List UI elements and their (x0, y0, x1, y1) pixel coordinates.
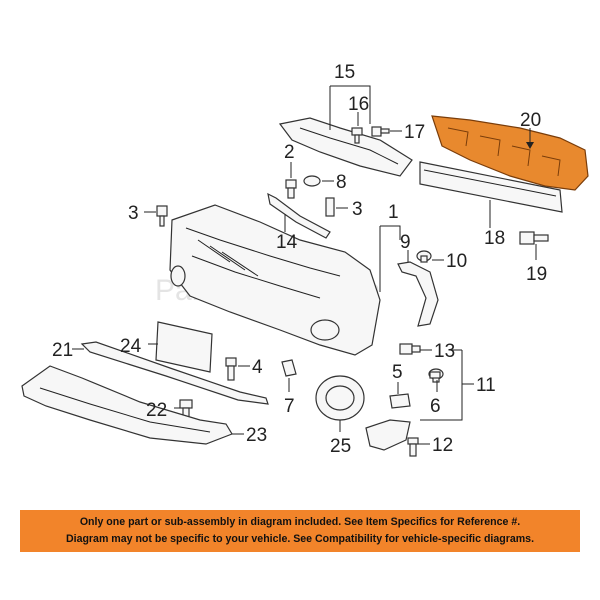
clip-10 (416, 250, 432, 263)
callout-3a: 3 (128, 203, 139, 224)
callout-1: 1 (388, 202, 399, 223)
bolt-16 (351, 127, 363, 144)
notice-banner: Only one part or sub-assembly in diagram… (20, 510, 580, 552)
callout-23: 23 (246, 425, 267, 446)
energy-absorber-part (431, 115, 589, 191)
callout-24: 24 (120, 336, 142, 357)
callout-11: 11 (476, 375, 496, 396)
bolt-17 (371, 126, 390, 137)
callout-19: 19 (526, 264, 547, 285)
callout-6: 6 (430, 396, 441, 417)
callout-10: 10 (446, 251, 467, 272)
bolt-3-left (156, 205, 168, 227)
callout-8: 8 (336, 172, 347, 193)
arrow-20 (526, 142, 534, 149)
callout-18: 18 (484, 228, 505, 249)
callout-4: 4 (252, 357, 263, 378)
notice-line-1: Only one part or sub-assembly in diagram… (79, 516, 521, 528)
callout-16: 16 (348, 94, 369, 115)
upper-bracket-part (278, 117, 413, 177)
bolt-19 (519, 231, 549, 245)
bolt-13 (399, 343, 421, 355)
air-deflector-23 (21, 365, 233, 445)
callout-15: 15 (334, 62, 355, 83)
callout-14: 14 (276, 232, 298, 253)
bolt-12 (407, 437, 419, 457)
callout-21: 21 (52, 340, 73, 361)
trim-strip-14 (267, 192, 331, 239)
notice-line-2: Diagram may not be specific to your vehi… (65, 533, 535, 545)
bolt-3-right (325, 197, 335, 217)
callout-12: 12 (432, 435, 453, 456)
callout-25: 25 (330, 436, 351, 457)
leader-15 (329, 85, 371, 130)
bumper-cover-part (169, 204, 381, 356)
callout-2: 2 (284, 142, 295, 163)
callout-5: 5 (392, 362, 403, 383)
callout-3b: 3 (352, 199, 363, 220)
leader-13 (420, 349, 463, 421)
callout-20: 20 (520, 110, 541, 131)
lower-bracket-part (365, 419, 411, 451)
nut-8 (303, 175, 321, 187)
clip-7 (281, 359, 297, 377)
side-bracket-9 (397, 261, 439, 327)
bolt-6 (429, 371, 441, 379)
callout-17: 17 (404, 122, 425, 143)
impact-bar-part (419, 161, 563, 213)
bolt-4 (225, 357, 237, 381)
license-bracket-24 (155, 321, 213, 373)
callout-13: 13 (434, 341, 455, 362)
clip-5 (389, 393, 411, 409)
leader-1 (379, 225, 401, 292)
fog-lamp-bezel-25 (315, 375, 365, 421)
callout-9: 9 (400, 232, 411, 253)
clip-2 (285, 179, 297, 199)
callout-7: 7 (284, 396, 295, 417)
callout-22: 22 (146, 400, 167, 421)
lower-trim-21 (80, 341, 269, 405)
